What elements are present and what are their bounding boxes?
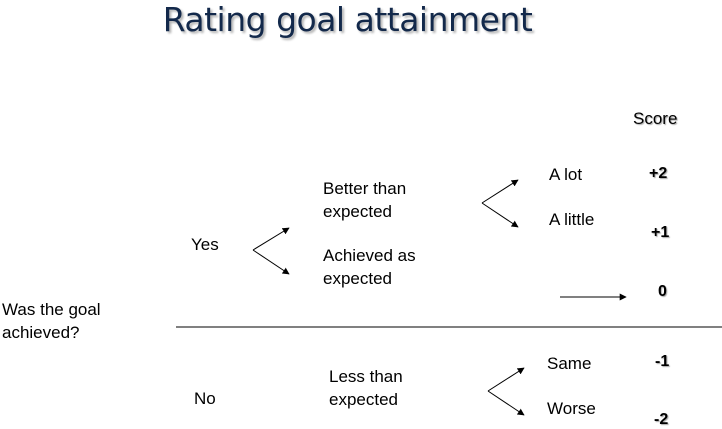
no-label: No	[194, 389, 216, 408]
less-than-expected-label: Less than expected	[329, 367, 403, 409]
a-little-label: A little	[549, 210, 595, 229]
arrow-yes-down	[252, 249, 290, 275]
slide-title: Rating goal attainment	[162, 0, 533, 39]
arrow-less-up	[487, 367, 525, 392]
yes-label: Yes	[191, 235, 219, 254]
score-plus-1: +1	[651, 224, 670, 241]
score-plus-2: +2	[649, 165, 668, 182]
arrow-better-down	[481, 202, 519, 228]
a-lot-label: A lot	[549, 165, 583, 184]
score-header: Score	[633, 109, 678, 128]
arrow-less-down	[487, 390, 525, 416]
question-label: Was the goal achieved?	[2, 300, 101, 342]
score-minus-2: -2	[654, 411, 669, 428]
arrow-better-up	[481, 179, 519, 204]
score-zero: 0	[658, 283, 667, 300]
achieved-as-expected-label: Achieved as expected	[323, 246, 416, 288]
worse-label: Worse	[547, 399, 596, 418]
arrow-yes-up	[252, 227, 290, 251]
score-minus-1: -1	[655, 353, 670, 370]
better-than-expected-label: Better than expected	[323, 179, 407, 221]
same-label: Same	[547, 354, 592, 373]
